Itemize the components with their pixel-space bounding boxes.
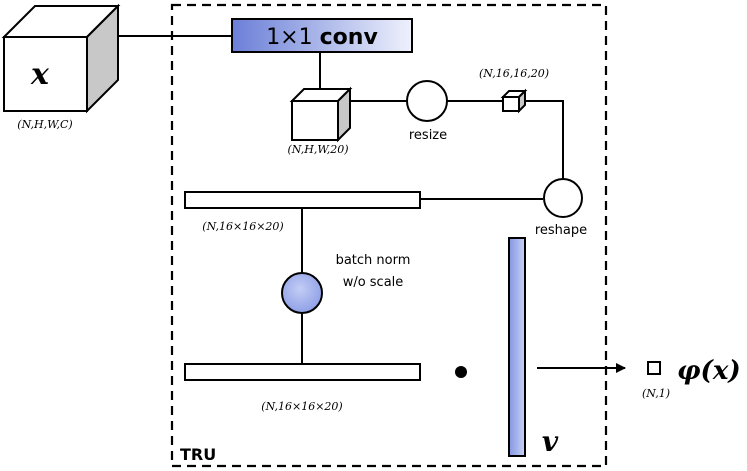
conv-output-shape-label: (N,H,W,20)	[288, 143, 349, 156]
conv-label: 1×1 conv	[266, 25, 378, 50]
output-symbol: φ(x)	[677, 356, 741, 386]
resize-node	[406, 80, 448, 122]
flat-vector-top	[184, 191, 421, 209]
dot-product-icon	[455, 366, 467, 378]
flat-vector-bottom	[184, 363, 421, 381]
v-symbol: v	[542, 425, 559, 458]
batchnorm-label-line2: w/o scale	[343, 275, 404, 290]
edge-small-cube-to-reshape	[525, 100, 564, 180]
flat-top-shape-label: (N,16×16×20)	[202, 220, 283, 233]
conv-prefix: 1×1	[266, 25, 312, 50]
tru-block-boundary	[170, 3, 608, 468]
resized-cube	[500, 88, 528, 114]
resized-shape-label: (N,16,16,20)	[479, 67, 549, 80]
reshape-label: reshape	[535, 223, 587, 238]
flat-bottom-shape-label: (N,16×16×20)	[261, 400, 342, 413]
batchnorm-label-line1: batch norm	[336, 253, 411, 268]
tru-label: TRU	[180, 445, 216, 464]
conv-block	[231, 18, 413, 53]
input-shape-label: (N,H,W,C)	[17, 118, 72, 131]
input-symbol: x	[30, 57, 50, 92]
batchnorm-node	[281, 272, 323, 314]
input-cube	[1, 3, 121, 114]
conv-output-cube	[289, 86, 353, 143]
output-scalar-box	[647, 361, 661, 375]
reshape-node	[543, 178, 583, 218]
resize-label: resize	[409, 128, 447, 143]
output-shape-label: (N,1)	[642, 387, 670, 400]
conv-word: conv	[320, 25, 379, 50]
v-vector	[508, 237, 526, 457]
